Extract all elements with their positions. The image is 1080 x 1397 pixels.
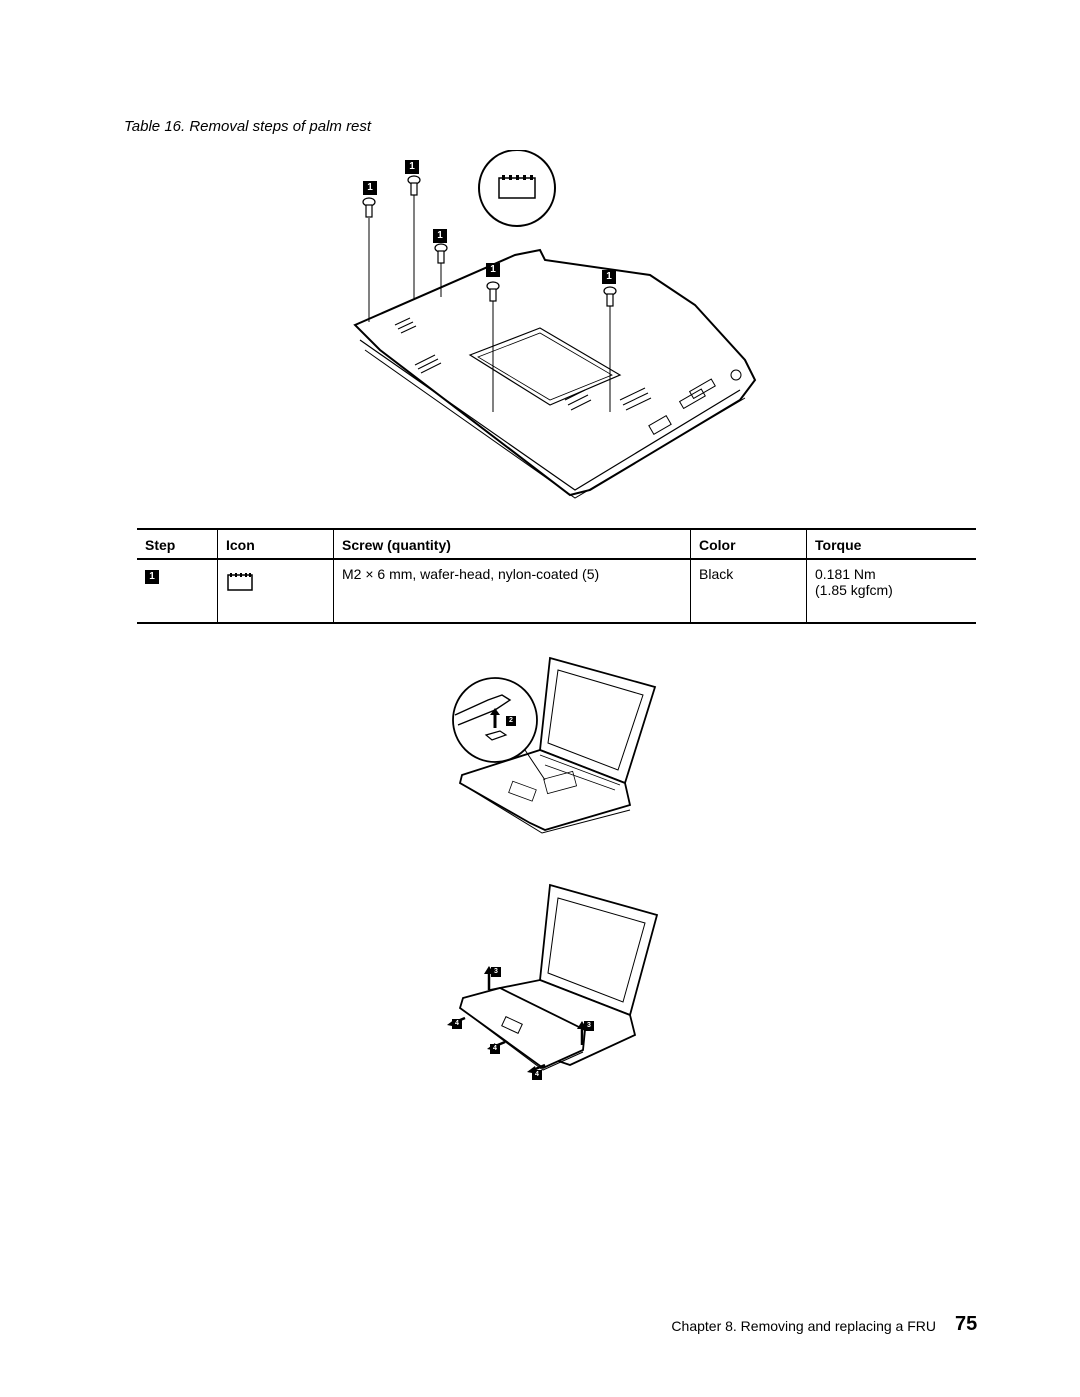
screw-table: Step Icon Screw (quantity) Color Torque …: [137, 528, 976, 624]
header-icon: Icon: [217, 528, 334, 560]
callout-step-4: 4: [490, 1044, 500, 1054]
callout-step-3: 3: [584, 1021, 594, 1031]
header-step: Step: [137, 528, 218, 560]
header-torque: Torque: [806, 528, 976, 560]
cell-screw: M2 × 6 mm, wafer-head, nylon-coated (5): [333, 559, 691, 624]
step-badge: 1: [145, 570, 159, 584]
cell-color: Black: [690, 559, 807, 624]
figure-disconnect-cable: [450, 655, 665, 845]
cell-torque: 0.181 Nm (1.85 kgfcm): [806, 559, 976, 624]
callout-step-1: 1: [486, 263, 500, 277]
torque-value-alt: (1.85 kgfcm): [815, 582, 893, 598]
cell-icon: [217, 559, 334, 624]
table-caption: Table 16. Removal steps of palm rest: [124, 118, 372, 135]
header-screw: Screw (quantity): [333, 528, 691, 560]
callout-step-1: 1: [363, 181, 377, 195]
table-row: 1 M2 × 6 mm, wafer-head, nylon-coated (5…: [137, 559, 976, 624]
callout-step-2: 2: [506, 716, 516, 726]
figure-remove-palm-rest: [445, 880, 665, 1090]
screw-head-icon: [227, 573, 253, 591]
callout-step-4: 4: [452, 1019, 462, 1029]
callout-step-4: 4: [532, 1070, 542, 1080]
chapter-footer: Chapter 8. Removing and replacing a FRU: [671, 1318, 936, 1334]
callout-step-3: 3: [491, 967, 501, 977]
callout-step-1: 1: [433, 229, 447, 243]
page-number: 75: [955, 1313, 978, 1335]
callout-step-1: 1: [405, 160, 419, 174]
figure-laptop-bottom: [350, 150, 770, 500]
header-color: Color: [690, 528, 807, 560]
callout-step-1: 1: [602, 270, 616, 284]
torque-value: 0.181 Nm: [815, 566, 876, 582]
cell-step: 1: [137, 559, 218, 624]
